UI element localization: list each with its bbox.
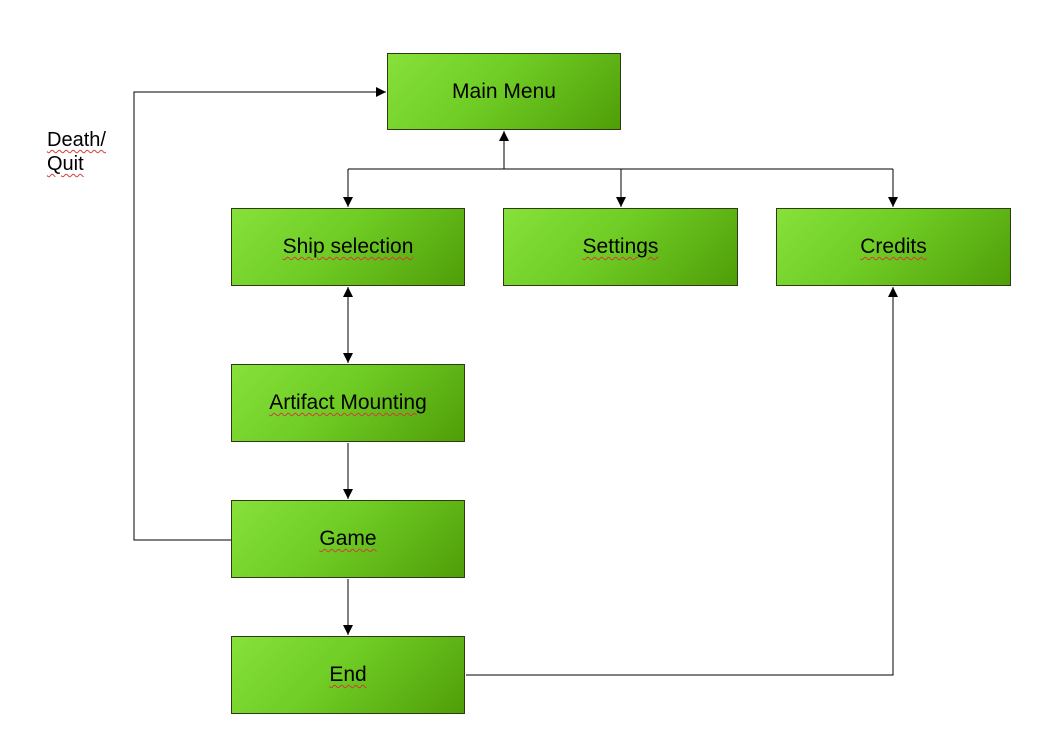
node-main-menu-label: Main Menu xyxy=(452,79,556,103)
node-ship-selection-label: Ship selection xyxy=(282,235,414,258)
node-main-menu[interactable]: Main Menu xyxy=(387,53,621,130)
connector-end-to-credits xyxy=(466,287,898,676)
connector-game-to-main-menu xyxy=(133,87,386,541)
node-artifact-mounting-label: Artifact Mounting xyxy=(269,391,427,414)
death-quit-label: Death/ Quit xyxy=(47,128,106,176)
node-ship-selection[interactable]: Ship selection xyxy=(231,208,465,286)
node-end-label: End xyxy=(329,663,367,686)
node-game-label: Game xyxy=(319,527,377,550)
death-quit-label-line2: Quit xyxy=(47,153,84,175)
node-settings[interactable]: Settings xyxy=(503,208,738,286)
node-settings-label: Settings xyxy=(582,235,659,258)
node-end[interactable]: End xyxy=(231,636,465,714)
node-game[interactable]: Game xyxy=(231,500,465,578)
node-artifact-mounting[interactable]: Artifact Mounting xyxy=(231,364,465,442)
node-credits[interactable]: Credits xyxy=(776,208,1011,286)
death-quit-label-line1: Death/ xyxy=(47,129,106,151)
node-credits-label: Credits xyxy=(860,235,927,258)
